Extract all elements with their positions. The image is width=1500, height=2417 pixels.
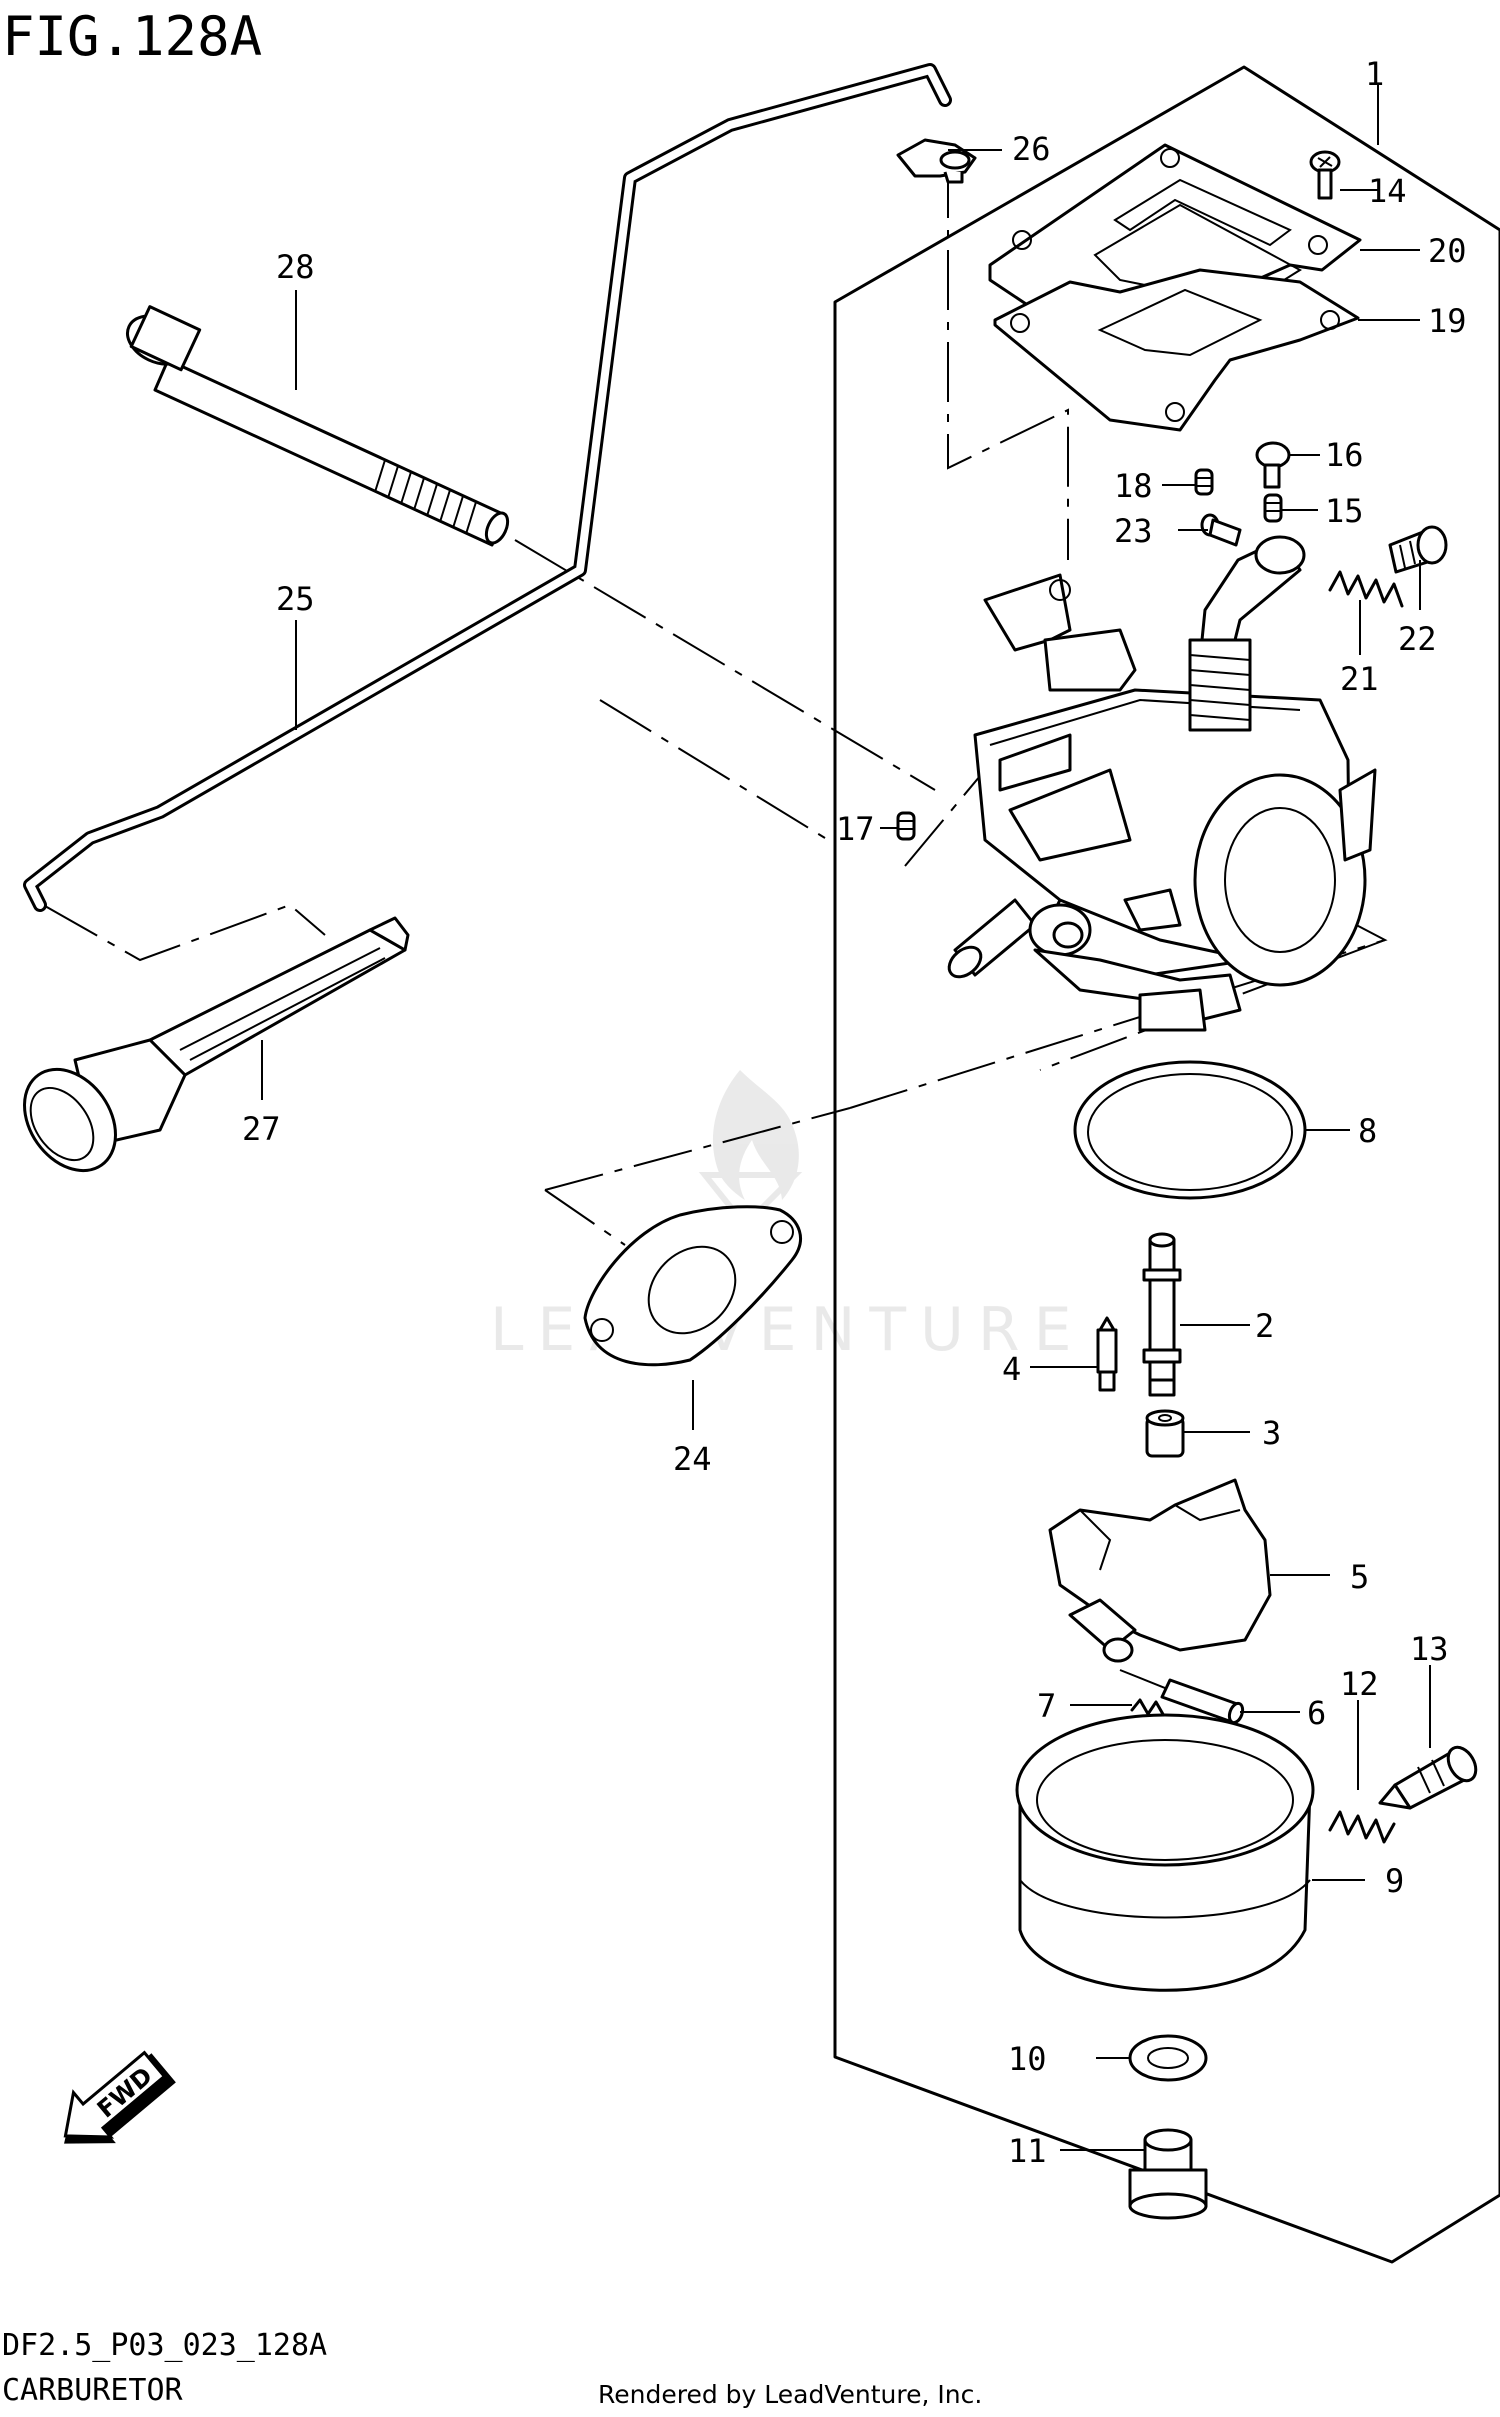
callout-7: 7 (1037, 1687, 1056, 1725)
fwd-arrow-icon: FWD (63, 2050, 176, 2144)
callout-27: 27 (242, 1110, 281, 1148)
part-9-float-bowl (1015, 1713, 1315, 1992)
callout-6: 6 (1307, 1694, 1326, 1732)
part-12-spring (1328, 1810, 1396, 1844)
callout-11: 11 (1008, 2132, 1047, 2170)
part-16-screw (1255, 441, 1291, 489)
part-3-jet (1145, 1409, 1185, 1458)
part-15-spring (1263, 493, 1283, 523)
callout-18: 18 (1114, 467, 1153, 505)
part-24-gasket (583, 1205, 802, 1367)
callout-12: 12 (1340, 1665, 1379, 1703)
callout-14: 14 (1368, 172, 1407, 210)
callout-22: 22 (1398, 620, 1437, 658)
callout-19: 19 (1428, 302, 1467, 340)
figure-caption: CARBURETOR (2, 2373, 184, 2408)
callout-5: 5 (1350, 1558, 1369, 1596)
assembly-boundary (833, 65, 1500, 2264)
callout-9: 9 (1385, 1862, 1404, 1900)
part-19-gasket (993, 268, 1360, 432)
callout-21: 21 (1340, 660, 1379, 698)
callout-8: 8 (1358, 1112, 1377, 1150)
part-22-screw (1388, 525, 1448, 574)
part-8-o-ring (1073, 1060, 1307, 1200)
figure-title: FIG.128A (2, 5, 262, 68)
part-21-spring (1328, 570, 1404, 608)
figure-code: DF2.5_P03_023_128A (2, 2328, 327, 2363)
leader-lines (261, 85, 1431, 2151)
callout-numbers: 1 26 14 20 19 28 16 18 15 23 25 22 21 17… (242, 55, 1467, 2170)
part-25-choke-rod (23, 63, 952, 912)
footer-credit: Rendered by LeadVenture, Inc. (598, 2380, 982, 2409)
part-18-spring (1194, 468, 1214, 496)
callout-20: 20 (1428, 232, 1467, 270)
callout-3: 3 (1262, 1414, 1281, 1452)
part-5-float (1048, 1478, 1272, 1663)
carburetor-body (947, 535, 1377, 1032)
part-17-spring (896, 811, 916, 841)
callout-26: 26 (1012, 130, 1051, 168)
callout-23: 23 (1114, 512, 1153, 550)
watermark-text: LEADVENTURE (490, 1295, 1086, 1365)
callout-17: 17 (836, 810, 875, 848)
callout-28: 28 (276, 248, 315, 286)
callout-2: 2 (1255, 1307, 1274, 1345)
callout-25: 25 (276, 580, 315, 618)
part-28-bolt (126, 305, 510, 547)
part-2-needle (1142, 1232, 1182, 1397)
part-14-screw (1309, 150, 1341, 200)
callout-4: 4 (1002, 1350, 1021, 1388)
callout-15: 15 (1325, 492, 1364, 530)
callout-24: 24 (673, 1440, 712, 1478)
part-10-washer (1128, 2034, 1208, 2082)
callout-16: 16 (1325, 436, 1364, 474)
part-26-clip (896, 138, 977, 184)
part-4-float-needle (1096, 1316, 1118, 1392)
part-11-bolt (1128, 2128, 1208, 2220)
part-13-screw (1378, 1745, 1478, 1810)
part-27-choke-knob (23, 916, 410, 1173)
callout-13: 13 (1410, 1630, 1449, 1668)
callout-1: 1 (1365, 55, 1384, 93)
callout-10: 10 (1008, 2040, 1047, 2078)
